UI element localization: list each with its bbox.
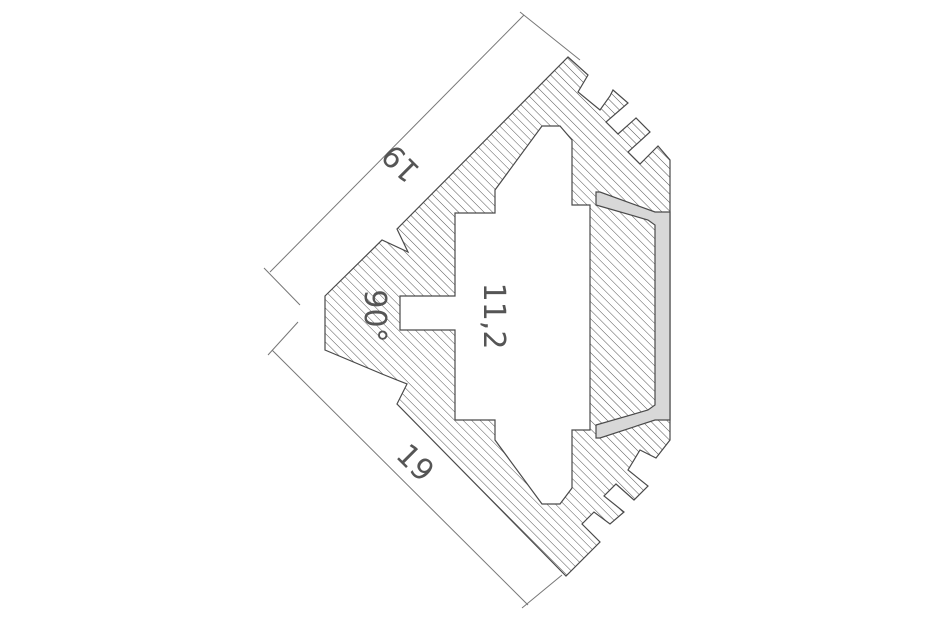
dimension-tick-bottom-right: [521, 574, 563, 609]
dimension-line-top: [269, 14, 525, 273]
dimension-label-top: 19: [375, 137, 427, 189]
profile-cavity: [399, 125, 591, 505]
angle-label: 90°: [357, 289, 392, 342]
dimension-tick-top-left: [263, 267, 301, 306]
dimension-label-height: 11,2: [476, 283, 511, 350]
dimension-line-bottom: [271, 349, 529, 606]
dimension-tick-bottom-left: [267, 321, 299, 356]
dimension-label-bottom: 19: [389, 437, 441, 489]
diffuser-cover: [595, 191, 671, 439]
dimension-tick-top-right: [519, 11, 581, 61]
